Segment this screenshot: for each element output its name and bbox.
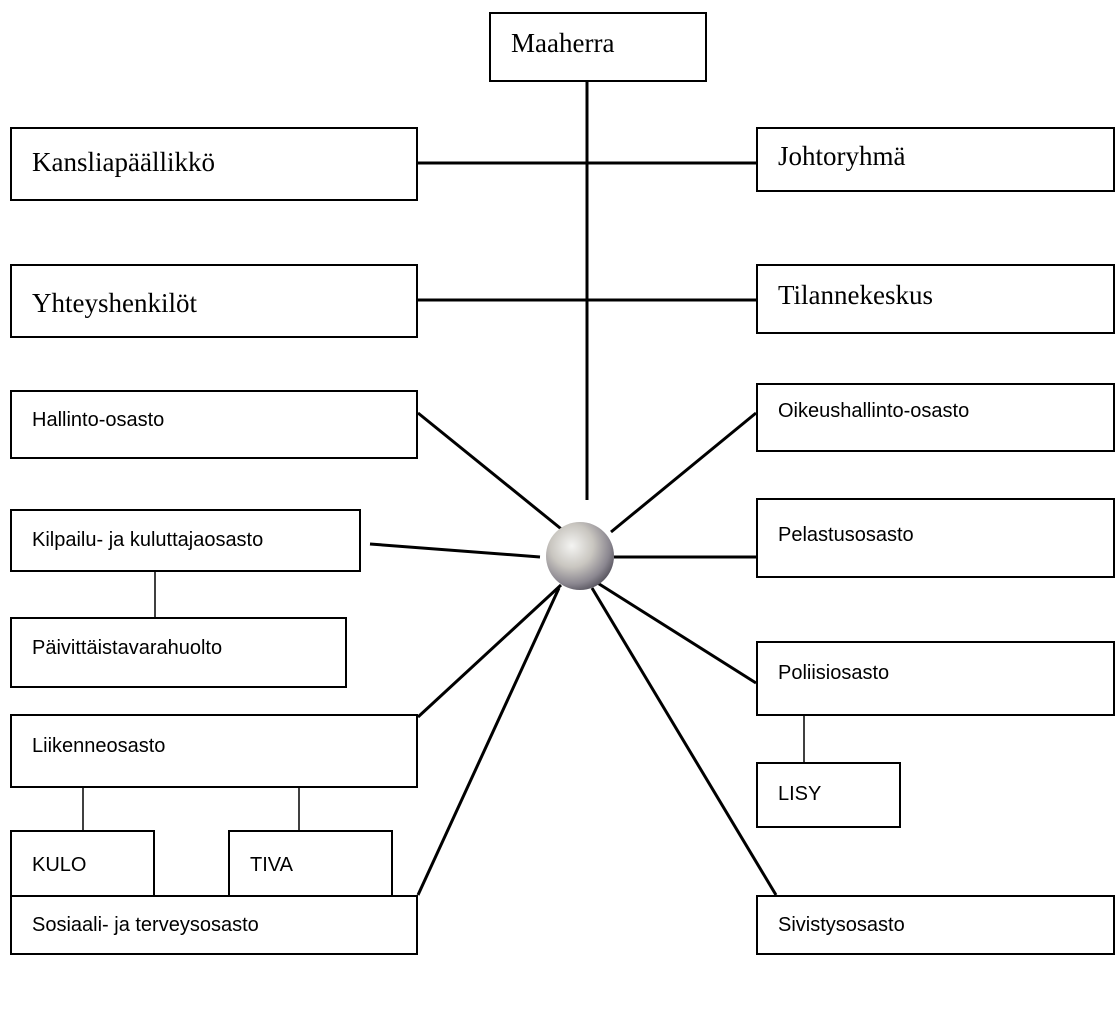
node-label: Kansliapäällikkö: [32, 147, 215, 177]
node-label: Tilannekeskus: [778, 280, 934, 310]
node-yhteyshenkilot: Yhteyshenkilöt: [10, 264, 418, 338]
node-tilannekeskus: Tilannekeskus: [756, 264, 1115, 334]
node-paivittaistavarahuolto: Päivittäistavarahuolto: [10, 617, 347, 688]
node-label: Johtoryhmä: [778, 141, 906, 171]
node-label: Liikenneosasto: [32, 735, 166, 757]
node-label: Päivittäistavarahuolto: [32, 637, 223, 659]
sphere-hub-icon: [546, 522, 614, 590]
node-pelastusosasto: Pelastusosasto: [756, 498, 1115, 578]
node-label: Sivistysosasto: [778, 914, 905, 936]
connector-sivistys: [590, 587, 778, 896]
node-label: Kilpailu- ja kuluttajaosasto: [32, 529, 264, 551]
node-label: Yhteyshenkilöt: [32, 288, 197, 318]
node-johtoryhma: Johtoryhmä: [756, 127, 1115, 192]
node-label: LISY: [778, 783, 822, 805]
node-kulo: KULO: [10, 830, 155, 899]
connector-kilpailu: [369, 542, 541, 559]
node-label: TIVA: [250, 854, 293, 876]
node-kilpailu-ja-kuluttajaosasto: Kilpailu- ja kuluttajaosasto: [10, 509, 361, 572]
node-kansliapaallikko: Kansliapäällikkö: [10, 127, 418, 201]
node-hallinto-osasto: Hallinto-osasto: [10, 390, 418, 459]
connector-liikenne: [416, 583, 563, 719]
node-oikeushallinto-osasto: Oikeushallinto-osasto: [756, 383, 1115, 452]
node-label: Maaherra: [511, 28, 615, 58]
node-liikenneosasto: Liikenneosasto: [10, 714, 418, 788]
node-sosiaali-ja-terveysosasto: Sosiaali- ja terveysosasto: [10, 895, 418, 955]
node-label: Hallinto-osasto: [32, 409, 165, 431]
connector-oikeushallinto: [610, 411, 757, 534]
node-maaherra: Maaherra: [489, 12, 707, 82]
node-poliisiosasto: Poliisiosasto: [756, 641, 1115, 716]
node-label: Sosiaali- ja terveysosasto: [32, 914, 259, 936]
node-label: Pelastusosasto: [778, 524, 914, 546]
node-label: Poliisiosasto: [778, 662, 890, 684]
connector-sosiaali: [416, 587, 561, 896]
node-sivistysosasto: Sivistysosasto: [756, 895, 1115, 955]
connector-hallinto: [417, 411, 566, 534]
node-label: KULO: [32, 854, 87, 876]
node-tiva: TIVA: [228, 830, 393, 899]
node-label: Oikeushallinto-osasto: [778, 400, 970, 422]
node-lisy: LISY: [756, 762, 901, 828]
connector-poliisi: [595, 580, 757, 685]
